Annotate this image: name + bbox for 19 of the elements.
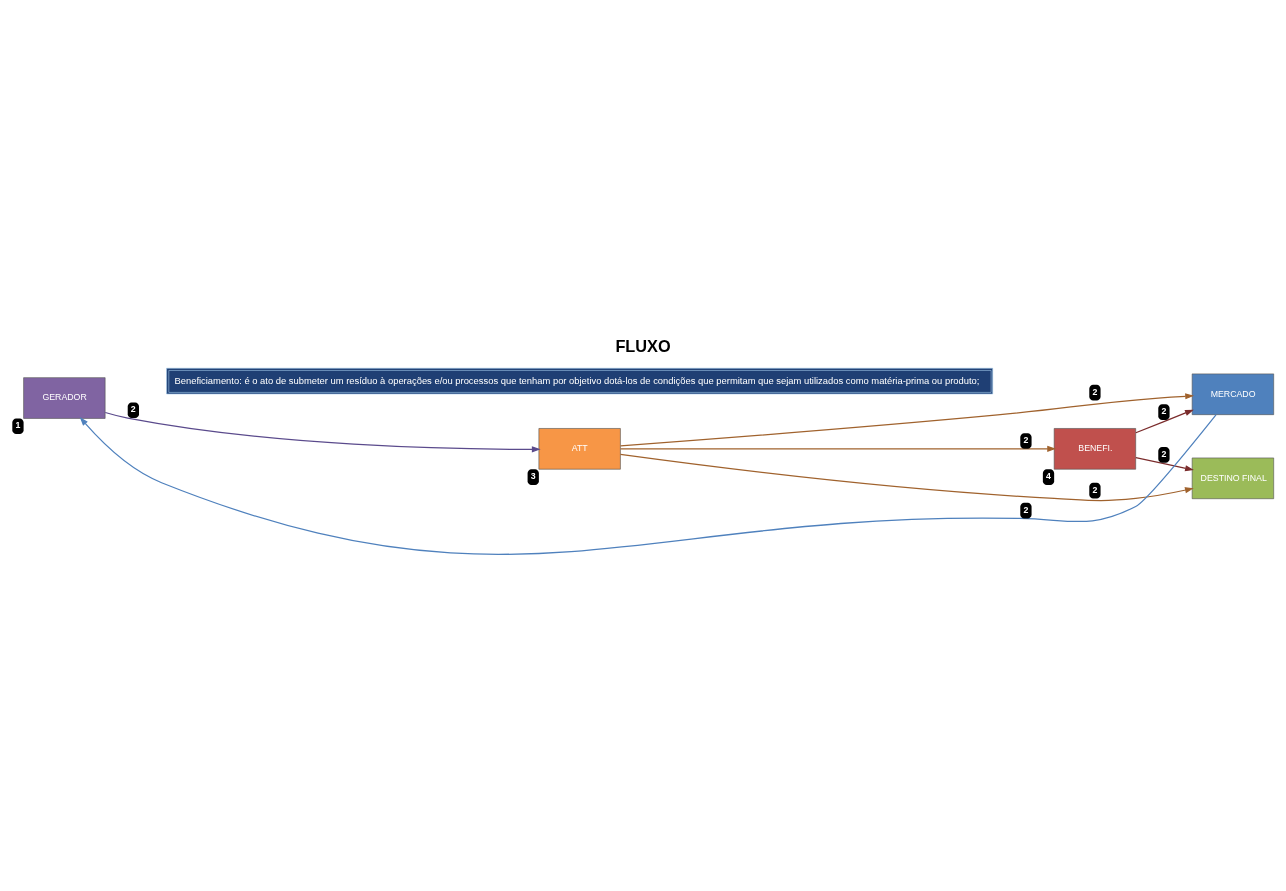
node-label: 1 [15, 419, 21, 430]
edge-label: 2 [1092, 484, 1098, 495]
edge-label: 2 [1023, 434, 1029, 445]
arrow [104, 411, 541, 452]
diagram-title: FLUXO [615, 336, 671, 355]
arrow [1135, 409, 1194, 433]
edge-label: 2 [1161, 448, 1167, 459]
node-label: 4 [1046, 470, 1051, 481]
edge-label: 2 [130, 403, 136, 414]
node-box: MERCADO [1191, 373, 1274, 415]
node-label: 3 [530, 470, 536, 481]
arrow [620, 445, 1057, 452]
edge-label: 2 [1161, 405, 1167, 416]
arrow [1135, 456, 1194, 471]
label: Beneficiamento: é o ato de submeter um resíduo à operações e/ou processos que tenham por objetivo dotá-los de condições que permitam que sejam utilizados como matéria-prima ou produto; [174, 374, 980, 386]
arrow [79, 413, 1217, 555]
edge-label: 2 [1092, 386, 1098, 397]
edge-label: 2 [1023, 504, 1029, 515]
node-box: DESTINO FINAL [1191, 457, 1274, 499]
